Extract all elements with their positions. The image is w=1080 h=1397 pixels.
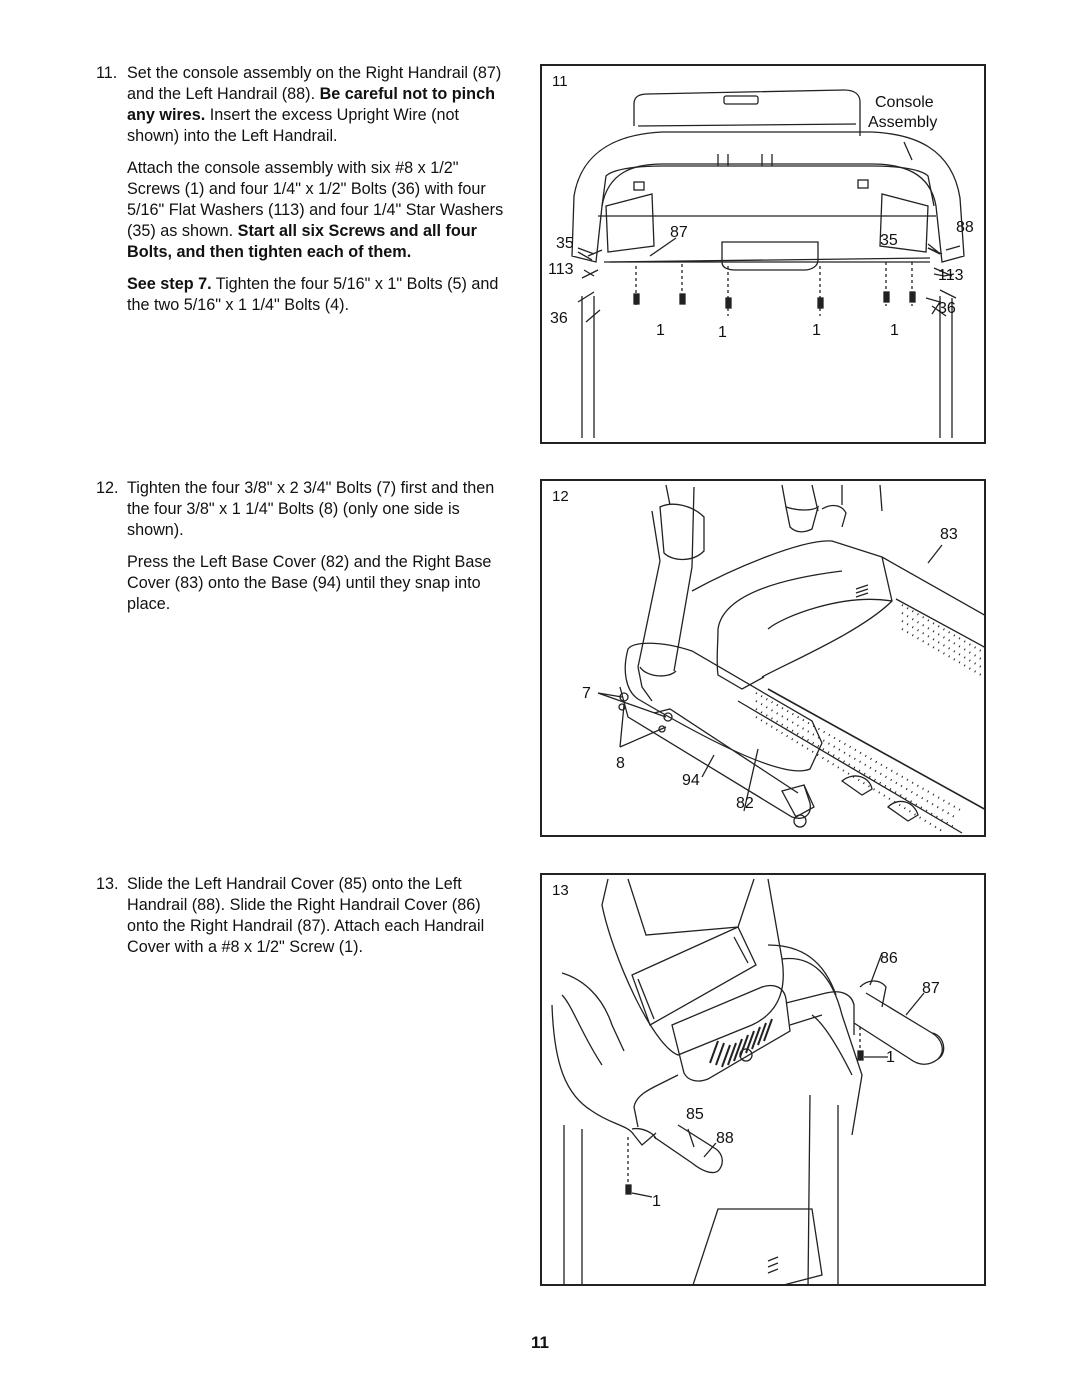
base-covers-drawing [597, 484, 984, 834]
caution-text: Be careful not to pinch any wires. [127, 85, 495, 124]
callout-7: 7 [582, 685, 591, 702]
step-11-paragraph-1: 11.Set the console assembly on the Right… [96, 64, 502, 145]
callout-113-left: 113 [548, 261, 574, 278]
step-12-paragraph-2: Press the Left Base Cover (82) and the R… [127, 553, 492, 613]
emphasis-text: Start all six Screws and all four Bolts,… [127, 222, 477, 261]
figure-step-11: 11 Console Assembly 88 87 35 35 113 113 … [540, 64, 986, 444]
step-13-text: 13.Slide the Left Handrail Cover (85) on… [96, 874, 506, 969]
step-12-text: 12.Tighten the four 3/8" x 2 3/4" Bolts … [96, 478, 506, 626]
step-12-paragraph-1: 12.Tighten the four 3/8" x 2 3/4" Bolts … [96, 479, 495, 539]
callout-35-right: 35 [880, 232, 898, 249]
callout-1-a: 1 [656, 322, 665, 339]
callout-94: 94 [682, 772, 700, 789]
callout-36-right: 36 [938, 300, 956, 317]
step-number: 13. [96, 875, 119, 893]
callout-83: 83 [940, 526, 958, 543]
callout-1-b: 1 [718, 324, 727, 341]
callout-87: 87 [922, 980, 940, 997]
callout-113-right: 113 [938, 267, 964, 284]
callout-console: Console [875, 94, 934, 111]
step-reference: See step 7. [127, 275, 212, 293]
step-13-paragraph-1: 13.Slide the Left Handrail Cover (85) on… [96, 875, 485, 956]
callout-1-right: 1 [886, 1049, 895, 1066]
step-number: 12. [96, 479, 119, 497]
callout-36-left: 36 [550, 310, 568, 327]
callout-1-c: 1 [812, 322, 821, 339]
figure-step-12: 12 83 7 8 94 82 [540, 479, 986, 837]
callout-88: 88 [716, 1130, 734, 1147]
step-11-paragraph-2: Attach the console assembly with six #8 … [127, 159, 504, 261]
callout-35-left: 35 [556, 235, 574, 252]
handrail-covers-drawing [551, 878, 945, 1284]
step-11-paragraph-3: See step 7. Tighten the four 5/16" x 1" … [127, 275, 499, 314]
callout-8: 8 [616, 755, 625, 772]
figure-step-label: 13 [552, 882, 569, 899]
callout-1-d: 1 [890, 322, 899, 339]
callout-assembly: Assembly [868, 114, 938, 131]
callout-85: 85 [686, 1106, 704, 1123]
callout-86: 86 [880, 950, 898, 967]
figure-step-label: 11 [552, 73, 568, 90]
console-assembly-drawing [571, 89, 965, 438]
step-number: 11. [96, 64, 118, 82]
step-11-text: 11.Set the console assembly on the Right… [96, 63, 506, 327]
callout-82: 82 [736, 795, 754, 812]
callout-88: 88 [956, 219, 974, 236]
figure-step-label: 12 [552, 488, 569, 505]
callout-87: 87 [670, 224, 688, 241]
callout-1-left: 1 [652, 1193, 661, 1210]
page-number: 11 [531, 1333, 549, 1352]
figure-step-13: 13 86 87 1 85 88 1 [540, 873, 986, 1286]
